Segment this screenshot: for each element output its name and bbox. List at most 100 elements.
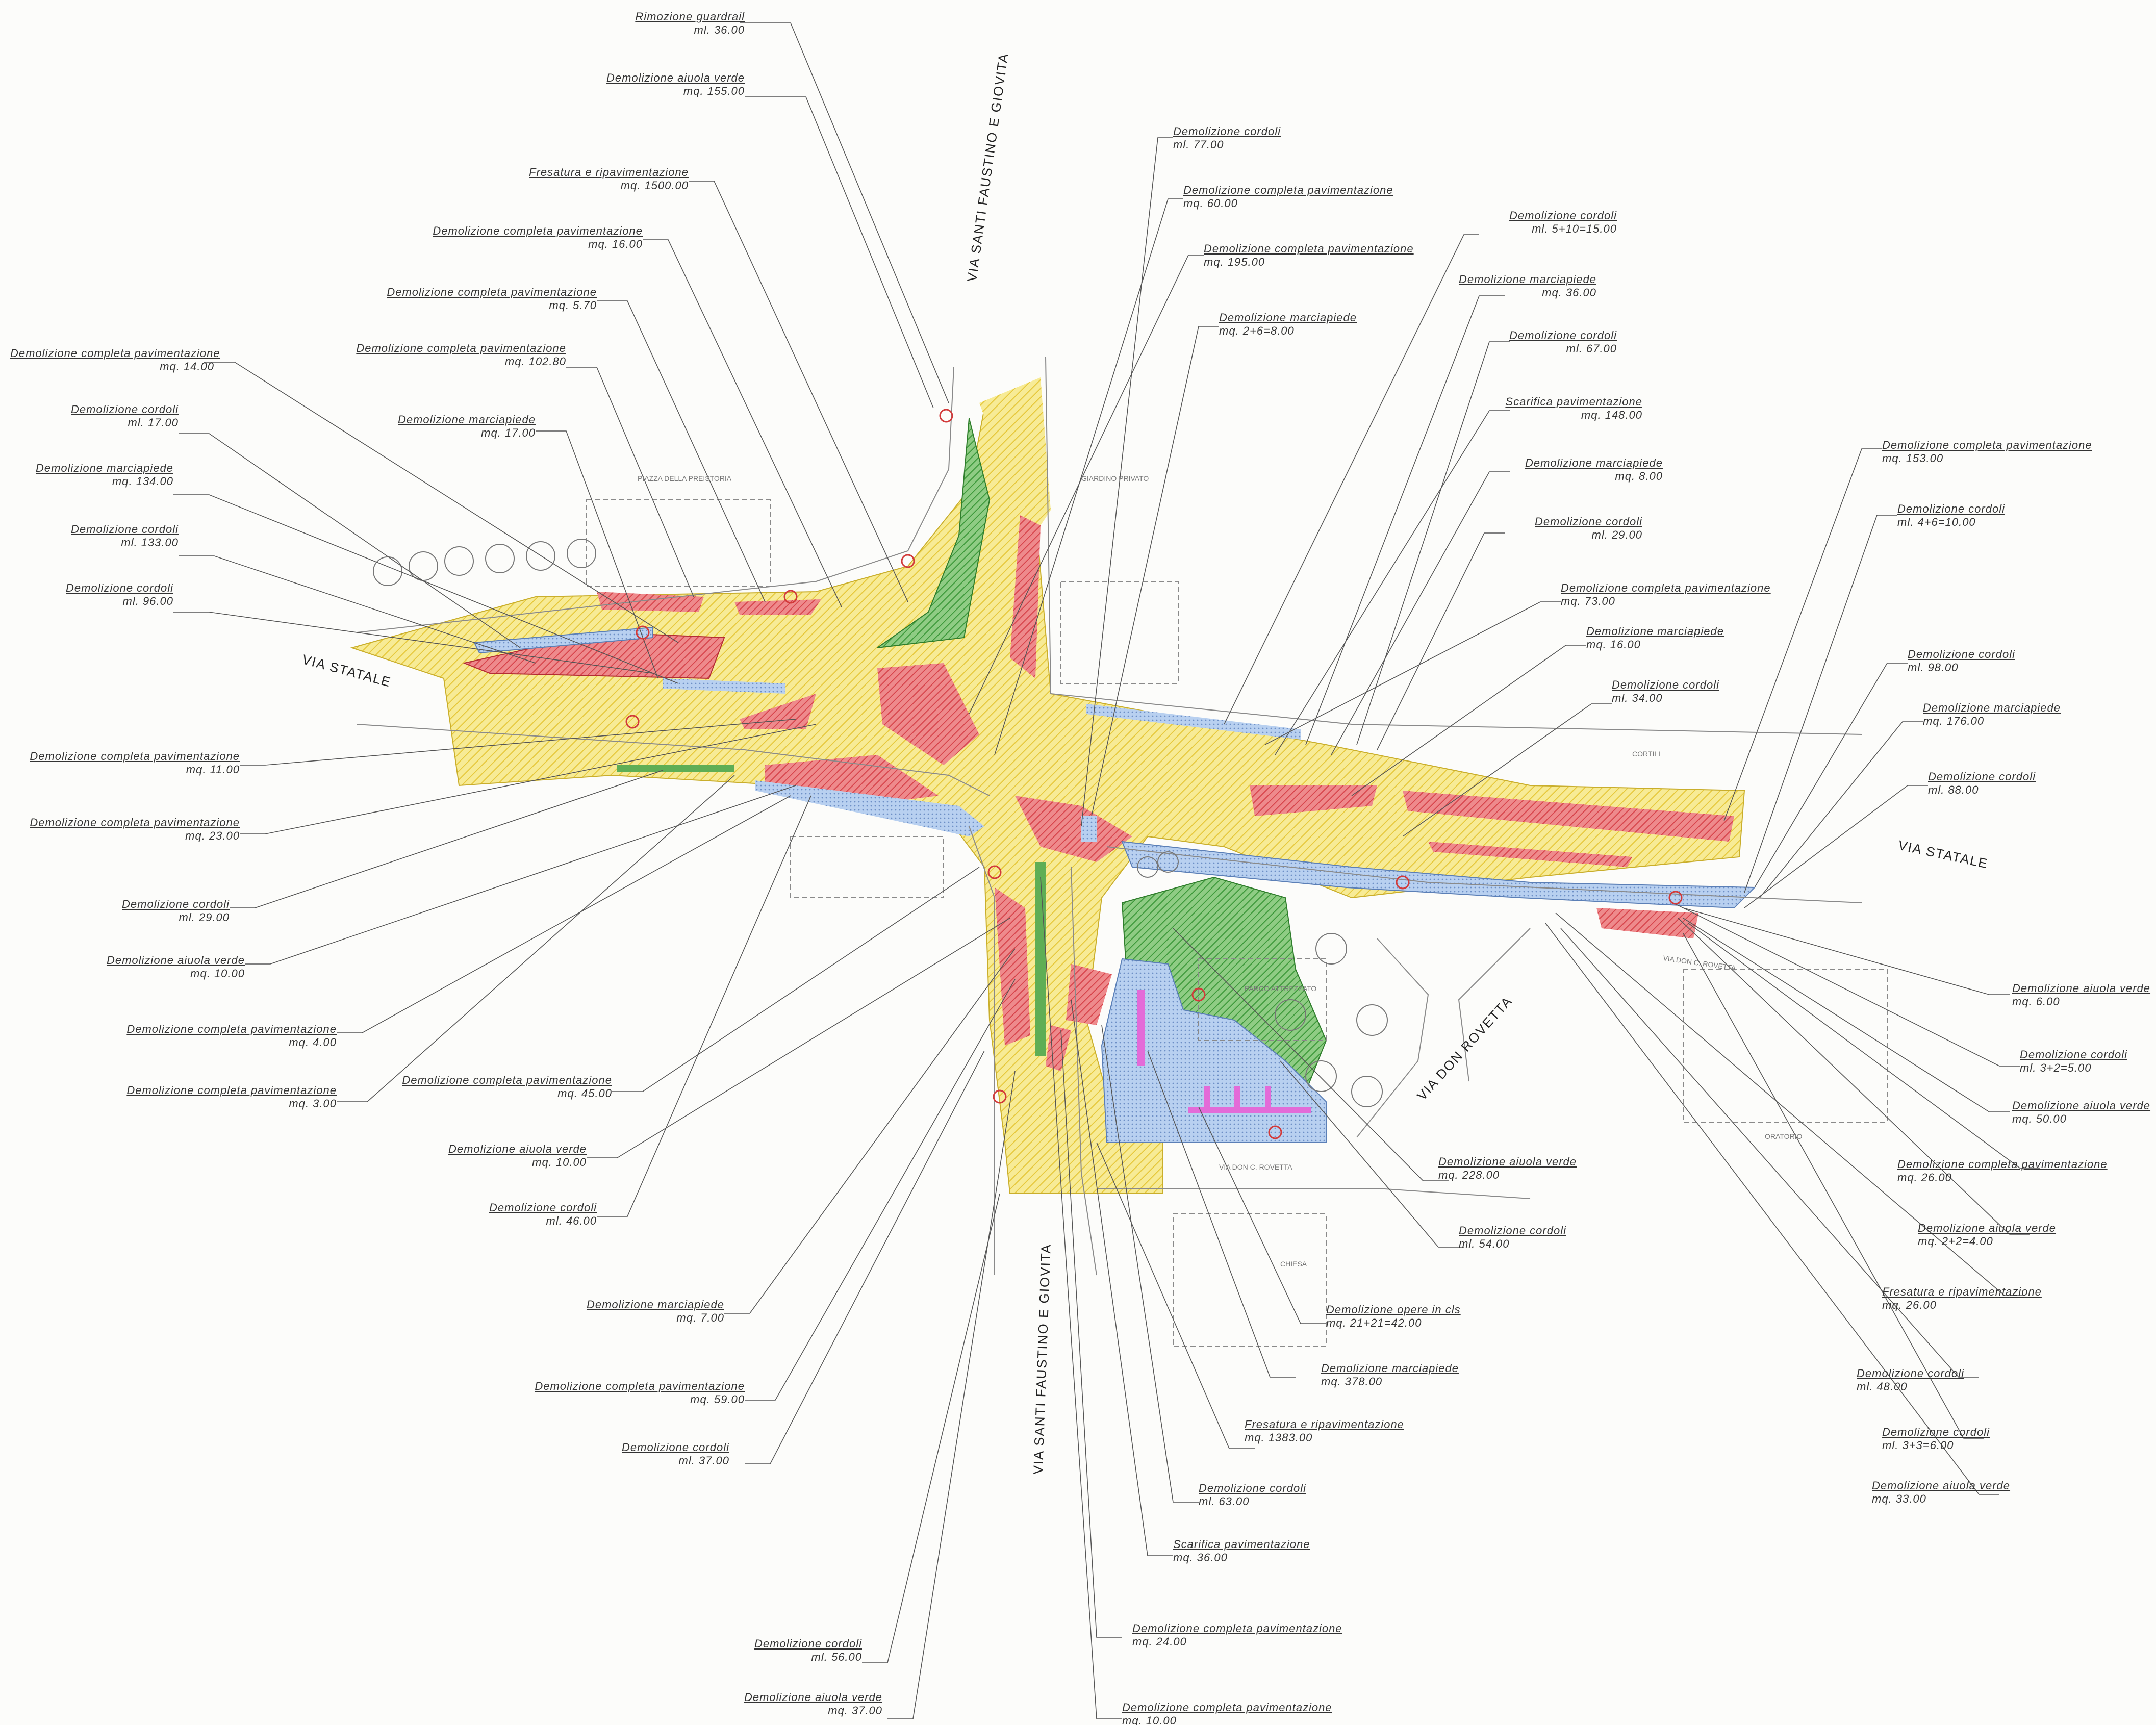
red-west-wedge (740, 694, 816, 729)
red-south-island (1066, 964, 1112, 1025)
red-east-4 (1596, 908, 1698, 938)
cls-tick-3 (1265, 1086, 1271, 1107)
place-giardino: GIARDINO PRIVATO (1081, 474, 1149, 483)
demolition-areas (462, 515, 1734, 1071)
trees (373, 539, 1388, 1107)
green-north-west-bed (877, 418, 991, 648)
red-center-south (1015, 796, 1132, 862)
concrete-works (1137, 990, 1311, 1113)
red-east-1 (1250, 785, 1377, 816)
sidewalk-center-island (1081, 816, 1097, 842)
place-via-don-c-rovetta: VIA DON C. ROVETTA (1219, 1163, 1292, 1171)
red-east-2 (1403, 791, 1734, 842)
sidewalk-east (1121, 841, 1756, 909)
cls-horizontal-bar (1188, 1107, 1311, 1113)
place-parco: PARCO ATTREZZATO (1245, 984, 1317, 993)
sign-markers (625, 409, 1683, 1139)
sidewalk-south-west (755, 780, 984, 836)
base-linework (357, 357, 1888, 1347)
place-piazza: PIAZZA DELLA PREISTORIA (638, 474, 732, 483)
sidewalk-west-long (663, 678, 785, 694)
red-center-north (877, 663, 979, 765)
place-cortili: CORTILI (1632, 750, 1660, 758)
sidewalk-north-east (1086, 704, 1301, 740)
place-oratorio: ORATORIO (1765, 1132, 1803, 1140)
red-south-small (1046, 1025, 1071, 1071)
red-south-median (995, 887, 1030, 1046)
place-chiesa: CHIESA (1280, 1260, 1307, 1268)
leader-lines (173, 22, 2040, 1719)
cls-tick-1 (1204, 1086, 1210, 1107)
cls-tick-2 (1234, 1086, 1240, 1107)
red-east-3 (1428, 842, 1632, 867)
paving-north-arm (979, 377, 1051, 541)
green-strip-west (617, 765, 734, 772)
green-strip-south (1035, 862, 1046, 1056)
red-north-median-2 (734, 599, 821, 615)
cls-vertical-bar (1137, 990, 1145, 1066)
